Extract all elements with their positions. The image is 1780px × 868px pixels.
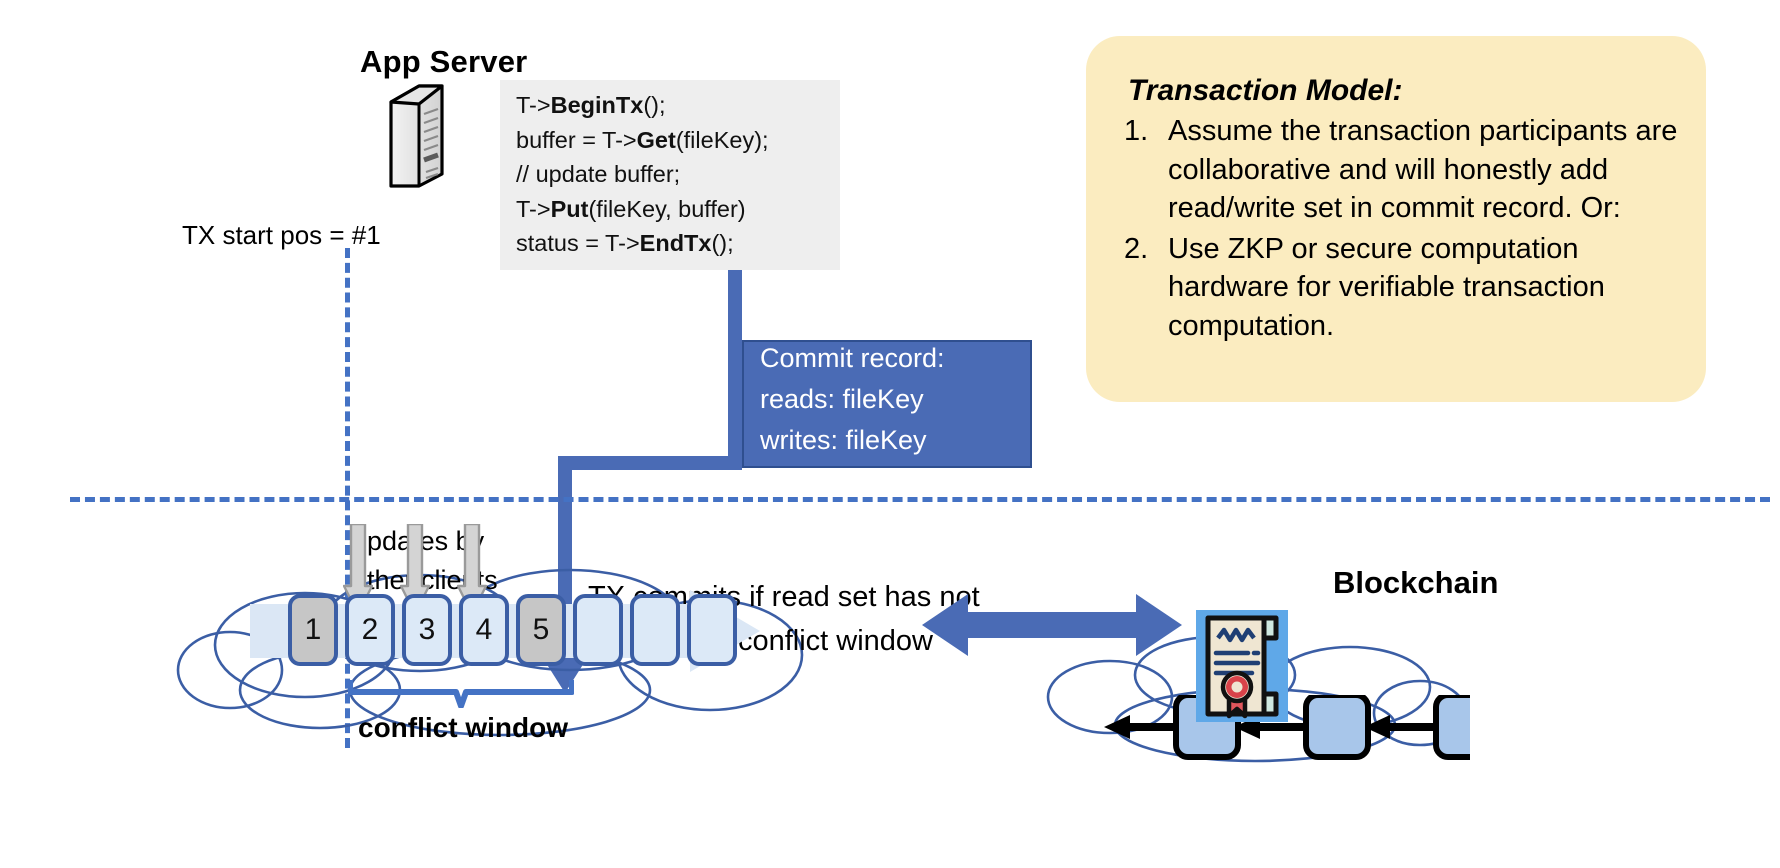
code-line-5: status = T->EndTx(); [516, 230, 734, 256]
commit-connector-segment-1 [728, 270, 742, 470]
blockchain-label: Blockchain [1333, 565, 1499, 600]
log-cell[interactable] [630, 594, 680, 666]
bidirectional-sync-arrow [922, 590, 1182, 660]
commit-record-line-2: reads: fileKey [760, 384, 924, 414]
code-line-3: // update buffer; [516, 161, 681, 187]
layer-divider-dashed-line [70, 497, 1770, 502]
code-line-1: T->BeginTx(); [516, 92, 666, 118]
transaction-model-item-number: 2. [1124, 232, 1149, 265]
commit-record-line-3: writes: fileKey [760, 425, 927, 455]
app-server-title: App Server [360, 44, 528, 79]
transaction-model-note [1086, 36, 1706, 402]
code-snippet-box [500, 80, 840, 270]
transaction-model-item-number: 1. [1124, 115, 1149, 147]
code-line-4: T->Put(fileKey, buffer) [516, 195, 746, 222]
code-keyword: EndTx [639, 230, 712, 256]
log-cell[interactable]: 2 [345, 594, 395, 666]
commit-record-box [742, 340, 1032, 468]
transaction-model-item: 1. Assume the transaction participants ar… [1124, 112, 1684, 228]
commit-record-text: Commit record: reads: fileKey writes: fi… [760, 338, 945, 461]
log-cell[interactable]: 5 [516, 594, 566, 666]
code-line-2: buffer = T->Get(fileKey); [516, 126, 769, 153]
certificate-icon [1196, 610, 1288, 722]
tx-start-pos-label: TX start pos = #1 [182, 220, 381, 250]
log-cell[interactable]: 3 [402, 594, 452, 666]
log-cell[interactable]: 4 [459, 594, 509, 666]
server-icon [385, 82, 447, 190]
code-snippet-text: T->BeginTx(); buffer = T->Get(fileKey); //… [516, 88, 846, 261]
conflict-window-label: conflict window [358, 712, 568, 743]
log-cell[interactable] [573, 594, 623, 666]
commit-connector-segment-2 [558, 456, 742, 470]
transaction-model-item: 2. Use ZKP or secure computation hardware… [1124, 230, 1684, 346]
conflict-window-brace [347, 678, 575, 709]
transaction-model-item-text: Assume the transaction participants are … [1168, 115, 1678, 224]
log-cell[interactable] [687, 594, 737, 666]
code-keyword: Get [636, 126, 676, 153]
code-keyword: Put [550, 195, 589, 222]
transaction-model-list: 1. Assume the transaction participants ar… [1124, 112, 1684, 347]
log-cell[interactable]: 1 [288, 594, 338, 666]
code-keyword: BeginTx [550, 92, 644, 118]
transaction-model-title: Transaction Model: [1128, 74, 1403, 107]
transaction-model-item-text: Use ZKP or secure computation hardware f… [1168, 232, 1605, 342]
commit-record-line-1: Commit record: [760, 343, 945, 373]
